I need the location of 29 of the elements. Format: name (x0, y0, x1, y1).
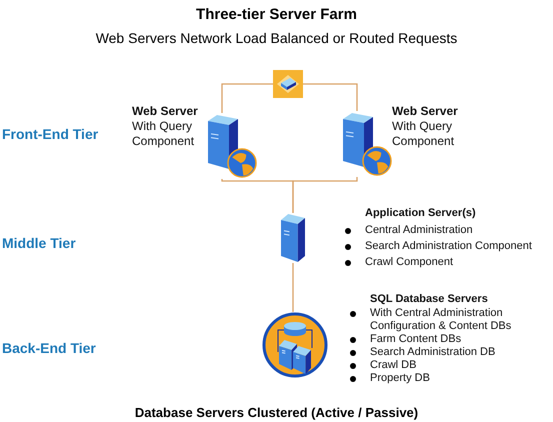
tier-label: Middle Tier (2, 234, 76, 253)
list-item: Search Administration Component (365, 240, 532, 253)
caption: Database Servers Clustered (Active / Passive) (134, 404, 420, 422)
server-heading: Application Server(s) (365, 206, 477, 221)
list-item: Crawl Component (365, 256, 454, 269)
connector-line (303, 83, 358, 111)
list-item: With Central Administration Configuration & Content DBs (370, 307, 512, 333)
list-item: Crawl DB (370, 359, 416, 372)
server-description: With Query Component (392, 119, 456, 149)
tier-label: Front-End Tier (2, 125, 98, 144)
web-server-icon (341, 111, 393, 177)
server-heading: Web Server (392, 104, 459, 119)
server-description: With Query Component (132, 119, 196, 149)
list-item: Search Administration DB (370, 346, 496, 359)
list-item: Property DB (370, 372, 430, 385)
server-heading: SQL Database Servers (370, 292, 489, 307)
connector-line (292, 263, 294, 312)
connector-line (292, 177, 358, 213)
server-icon (280, 213, 306, 263)
subtitle: Web Servers Network Load Balanced or Routed Requests (94, 29, 458, 48)
database-cluster-icon (262, 312, 328, 378)
list-item: Farm Content DBs (370, 333, 462, 346)
server-heading: Web Server (132, 104, 199, 119)
connector-line (221, 83, 273, 113)
tier-label: Back-End Tier (2, 339, 96, 358)
diagram-title: Three-tier Server Farm (195, 5, 358, 25)
load-balancer-icon (273, 70, 303, 98)
list-item: Central Administration (365, 224, 473, 237)
web-server-icon (206, 113, 258, 179)
